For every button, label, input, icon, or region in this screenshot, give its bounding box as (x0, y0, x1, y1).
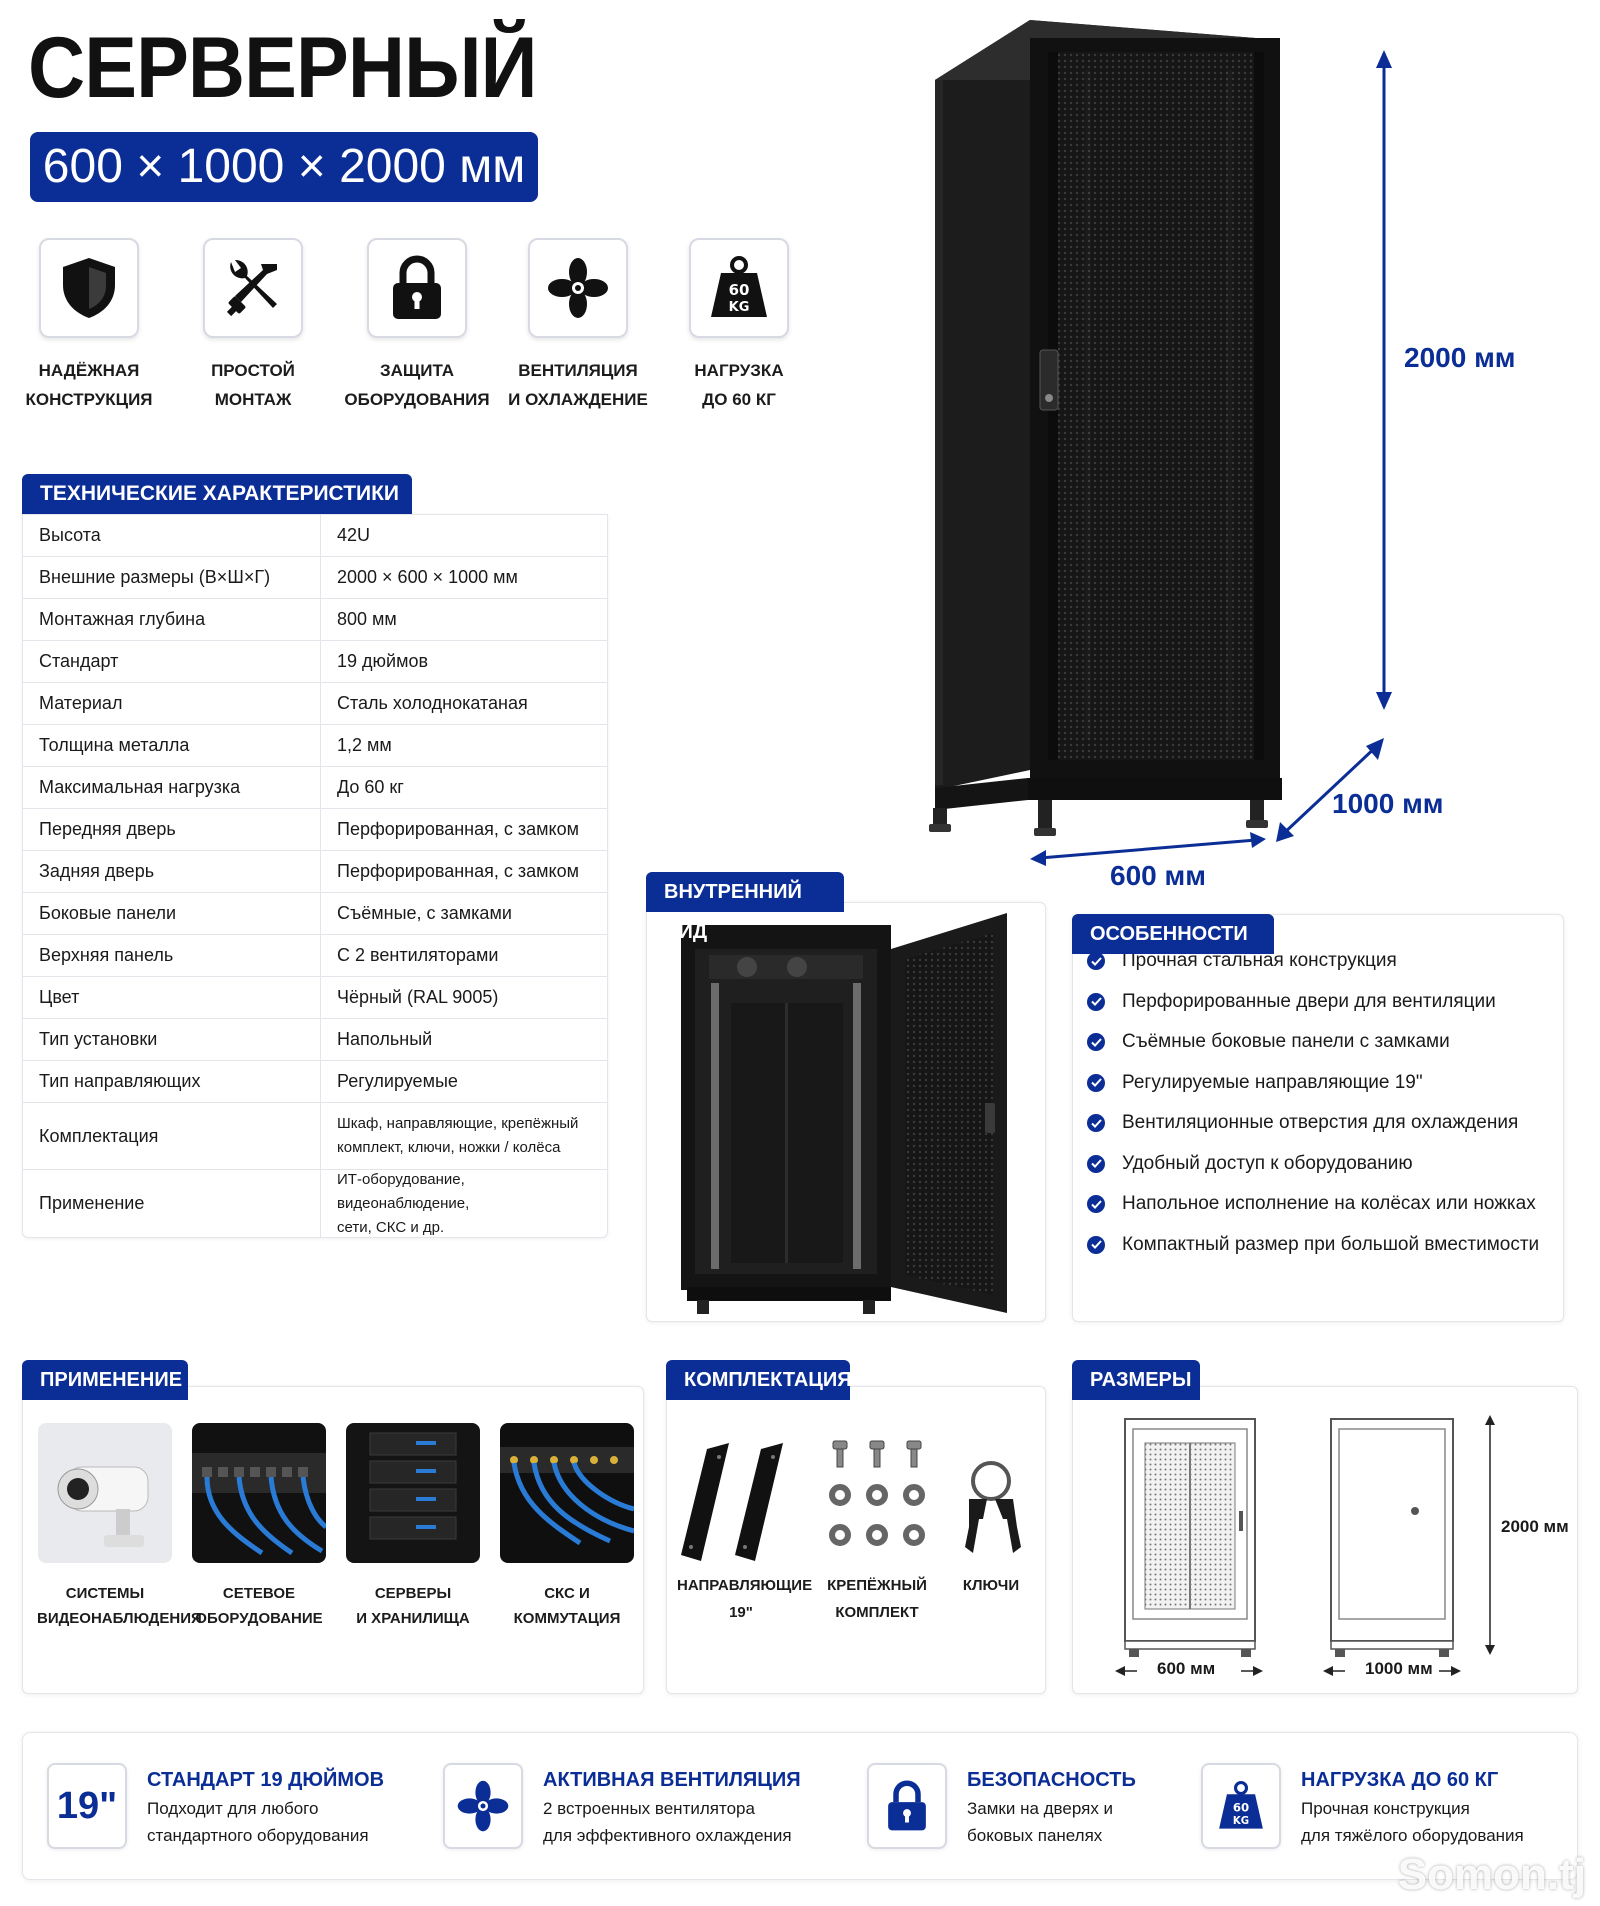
svg-text:60: 60 (729, 281, 750, 299)
application-heading: ПРИМЕНЕНИЕ (22, 1360, 188, 1400)
patch-panel-image (500, 1423, 635, 1563)
depth-dimension-label: 1000 мм (1332, 788, 1444, 819)
camera-image (38, 1423, 172, 1563)
check-icon (1087, 1033, 1105, 1052)
bottom-features-bar: 19" СТАНДАРТ 19 ДЮЙМОВ Подходит для любо… (22, 1732, 1578, 1880)
lock-icon (367, 238, 467, 338)
size-depth-label: 1000 мм (1365, 1659, 1433, 1678)
check-icon (1087, 1114, 1105, 1133)
shield-icon (39, 238, 139, 338)
svg-text:60: 60 (1233, 1800, 1249, 1814)
list-item: Компактный размер при большой вместимост… (1087, 1225, 1563, 1266)
check-icon (1087, 992, 1105, 1011)
rails-icon (681, 1443, 783, 1561)
specs-heading: ТЕХНИЧЕСКИЕ ХАРАКТЕРИСТИКИ (22, 474, 412, 514)
features-list: Прочная стальная конструкция Перфорирова… (1073, 915, 1563, 1265)
list-item: Регулируемые направляющие 19" (1087, 1063, 1563, 1104)
inner-view-image (681, 913, 1007, 1314)
cabinet-image (929, 20, 1392, 866)
switch-image (192, 1423, 328, 1563)
list-item: Перфорированные двери для вентиляции (1087, 982, 1563, 1023)
fasteners-icon (829, 1440, 925, 1546)
wrench-screwdriver-icon (203, 238, 303, 338)
check-icon (1087, 1195, 1105, 1214)
list-item: Прочная стальная конструкция (1087, 941, 1563, 982)
size-height-label: 2000 мм (1501, 1517, 1569, 1536)
check-icon (1087, 1073, 1105, 1092)
lock-icon (867, 1763, 947, 1849)
kit-keys: КЛЮЧИ (943, 1437, 1039, 1599)
dimensions-badge: 600 × 1000 × 2000 мм (30, 132, 538, 202)
list-item: Съёмные боковые панели с замками (1087, 1022, 1563, 1063)
nineteen-inch-icon: 19" (47, 1763, 127, 1849)
fan-icon (443, 1763, 523, 1849)
list-item: Удобный доступ к оборудованию (1087, 1144, 1563, 1185)
height-dimension-label: 2000 мм (1404, 342, 1516, 373)
keys-icon (965, 1461, 1021, 1553)
check-icon (1087, 1154, 1105, 1173)
check-icon (1087, 1235, 1105, 1254)
sizes-heading: РАЗМЕРЫ (1072, 1360, 1200, 1400)
list-item: Вентиляционные отверстия для охлаждения (1087, 1103, 1563, 1144)
inner-view-heading: ВНУТРЕННИЙ ВИД (646, 872, 844, 943)
fan-icon (528, 238, 628, 338)
sizes-card: 600 мм 1000 мм 2000 мм (1072, 1386, 1578, 1694)
size-width-label: 600 мм (1157, 1659, 1216, 1678)
svg-text:KG: KG (729, 300, 750, 315)
check-icon (1087, 952, 1105, 971)
list-item: Напольное исполнение на колёсах или ножк… (1087, 1184, 1563, 1225)
features-heading: ОСОБЕННОСТИ (1072, 914, 1274, 954)
width-dimension-label: 600 мм (1110, 860, 1206, 891)
bottom-feature-standard: 19" СТАНДАРТ 19 ДЮЙМОВ Подходит для любо… (47, 1763, 384, 1849)
svg-text:KG: KG (1233, 1816, 1249, 1827)
bottom-feature-ventilation: АКТИВНАЯ ВЕНТИЛЯЦИЯ 2 встроенных вентиля… (443, 1763, 801, 1849)
sizes-drawing (1115, 1415, 1495, 1676)
table-row: Внешние размеры (В×Ш×Г)2000 × 600 × 1000… (23, 557, 607, 599)
inner-view-card (646, 902, 1046, 1322)
watermark: Somon.tj (1397, 1850, 1586, 1899)
features-card: Прочная стальная конструкция Перфорирова… (1072, 914, 1564, 1322)
server-image (346, 1423, 480, 1563)
kit-heading: КОМПЛЕКТАЦИЯ (666, 1360, 852, 1400)
